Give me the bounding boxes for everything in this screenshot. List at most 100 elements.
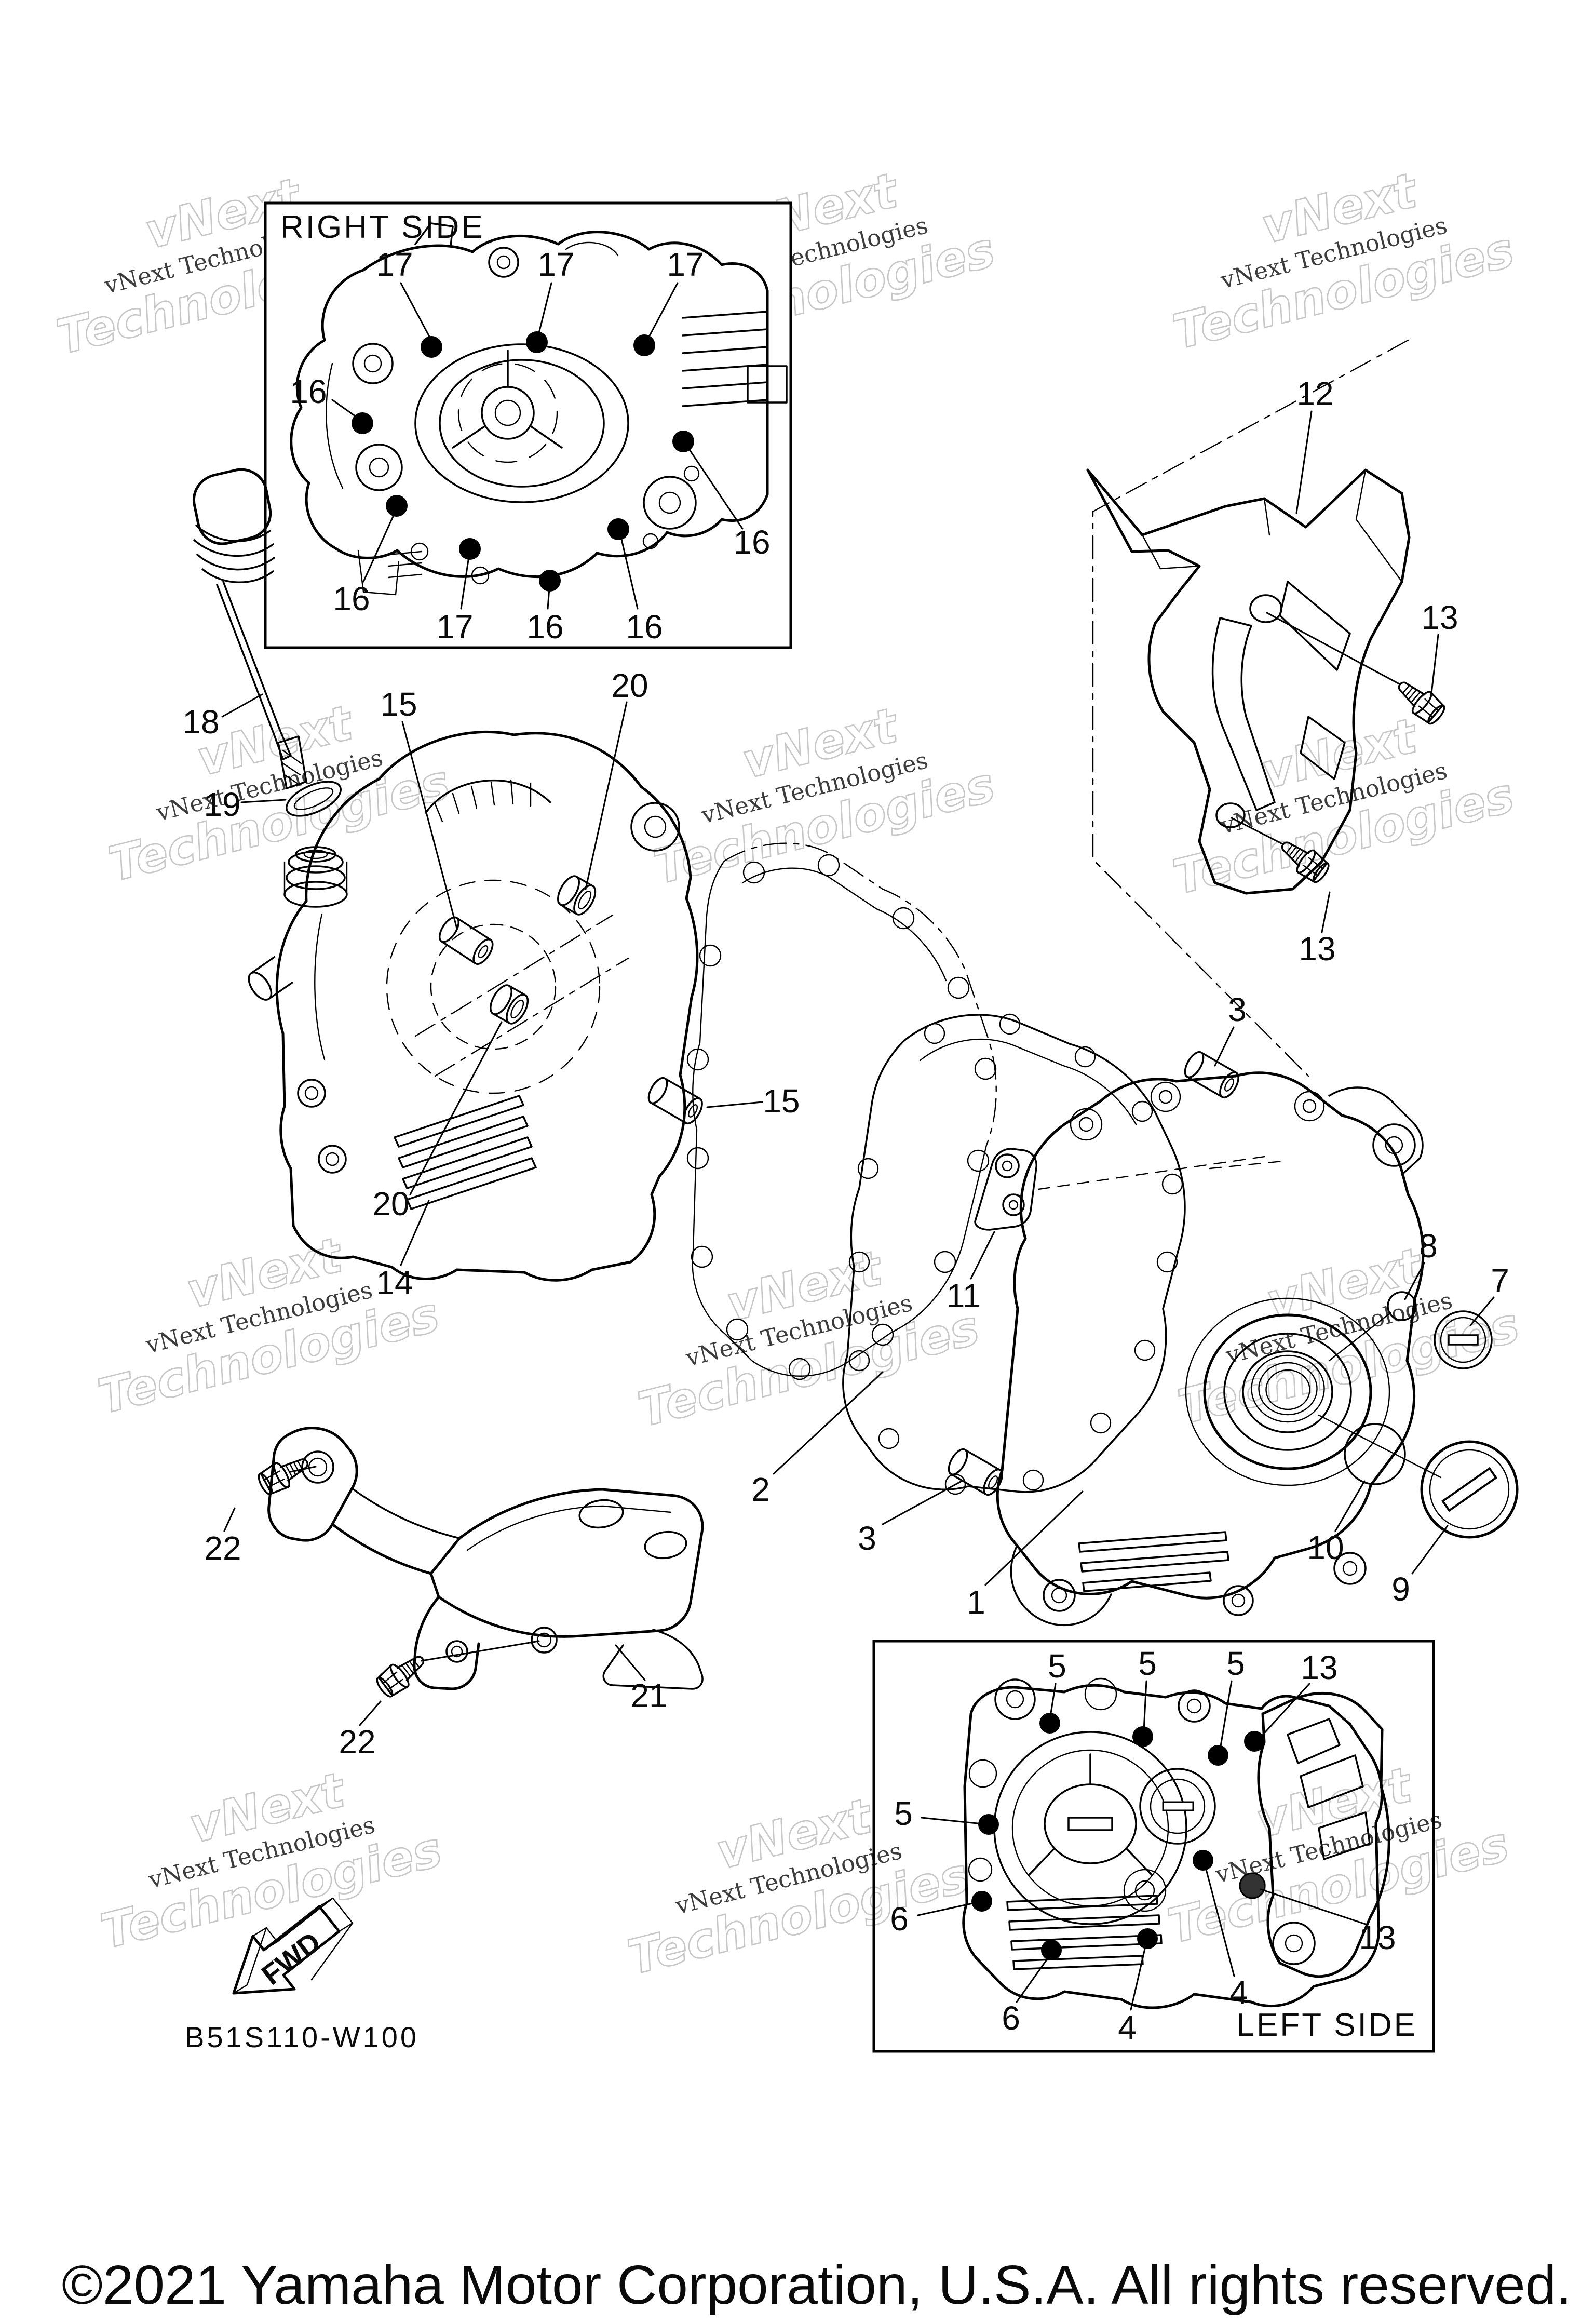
leader-22a	[223, 1507, 236, 1532]
callout-4: 4	[1118, 2009, 1137, 2046]
callout-5: 5	[1226, 1645, 1245, 1682]
right-inset-callouts: 17 17 17 16 16 16 17 16 16	[290, 246, 770, 646]
callout-5: 5	[1048, 1647, 1066, 1685]
dowel-pin-15a	[435, 913, 497, 968]
lead-wire-bracket-art	[974, 1148, 1273, 1231]
callout-20: 20	[611, 667, 648, 704]
callout-16: 16	[626, 608, 663, 646]
callout-17: 17	[667, 246, 704, 283]
fwd-label: FWD	[255, 1926, 327, 1991]
callout-4: 4	[1229, 1974, 1248, 2011]
callout-16: 16	[733, 523, 770, 561]
clutch-cover-assembly: 18 15 20 19 15 20 14	[182, 468, 997, 1380]
leader-bolt-22b	[421, 1640, 540, 1662]
callout-15: 15	[763, 1082, 800, 1120]
leader-13a	[1430, 634, 1439, 694]
oil-plug-7	[1434, 1310, 1493, 1369]
right-inset-dots	[352, 331, 694, 592]
callout-16: 16	[290, 373, 327, 410]
callout-10: 10	[1307, 1529, 1344, 1566]
leader-8	[1404, 1262, 1425, 1300]
callout-17: 17	[376, 246, 413, 283]
left-side-inset: 5 5 5 13 5 6 6 4 4 13 LEFT SIDE	[872, 1640, 1435, 2053]
callout-6: 6	[1002, 1999, 1020, 2037]
callout-13: 13	[1299, 930, 1335, 968]
callout-6: 6	[890, 1900, 909, 1938]
right-inset-leaders	[331, 282, 744, 610]
callout-9: 9	[1391, 1570, 1410, 1608]
oil-plug-9	[1420, 1440, 1519, 1539]
leader-9	[1411, 1525, 1449, 1575]
callout-11: 11	[947, 1277, 981, 1314]
callout-1: 1	[967, 1583, 985, 1621]
callout-14: 14	[376, 1264, 413, 1301]
dowel-pin-3a	[1180, 1048, 1243, 1101]
leader-10	[1334, 1480, 1366, 1532]
callout-8: 8	[1419, 1227, 1438, 1265]
leader-3a	[1214, 1026, 1235, 1067]
leader-bolt-lower	[1231, 817, 1283, 845]
leader-11	[970, 1231, 995, 1280]
left-inset-dots	[971, 1713, 1266, 1960]
leader-20b	[409, 1021, 503, 1195]
leader-7	[1469, 1296, 1495, 1326]
callout-15: 15	[380, 686, 417, 723]
dowel-pin-3b	[944, 1445, 1007, 1499]
callout-7: 7	[1491, 1262, 1509, 1299]
sprocket-cover-art	[1086, 468, 1411, 895]
left-inset-leaders	[917, 1680, 1367, 2011]
panel-dashdot-border	[1092, 339, 1409, 1077]
leader-15a	[401, 721, 458, 930]
callout-16: 16	[526, 608, 563, 646]
o-ring-8	[1387, 1291, 1417, 1321]
callout-13: 13	[1301, 1649, 1337, 1686]
drawing-code: B51S110-W100	[185, 2021, 417, 2053]
leader-20a	[585, 701, 628, 890]
callout-3: 3	[858, 1520, 876, 1557]
collar-20a	[552, 871, 601, 919]
dowel-pin-15b	[644, 1074, 707, 1127]
callout-3: 3	[1228, 991, 1247, 1028]
bracket-art	[267, 1427, 704, 1690]
left-inset-title: LEFT SIDE	[1237, 2007, 1417, 2043]
callout-22: 22	[339, 1723, 375, 1761]
sprocket-cover-assembly: 12 13 13	[1086, 339, 1458, 1077]
dipstick-art	[193, 468, 307, 789]
callout-13: 13	[1359, 1919, 1396, 1956]
leader-19	[240, 799, 287, 803]
leader-14	[400, 1200, 430, 1266]
o-ring-10	[1344, 1423, 1406, 1485]
callout-21: 21	[630, 1677, 667, 1714]
leader-21	[615, 1644, 646, 1681]
right-inset-title: RIGHT SIDE	[280, 209, 485, 245]
stator-gasket-art	[842, 1013, 1186, 1495]
callout-5: 5	[894, 1795, 913, 1832]
engine-bracket-assembly: 22 22 21	[204, 1427, 704, 1761]
leader-3b	[882, 1480, 963, 1525]
leader-15b	[706, 1101, 763, 1108]
flange-bolt-22b	[372, 1647, 431, 1701]
leader-22b	[359, 1700, 382, 1726]
callout-17: 17	[537, 246, 574, 283]
callout-19: 19	[204, 786, 240, 823]
leader-18	[221, 693, 263, 718]
callout-2: 2	[751, 1471, 770, 1508]
callout-16: 16	[333, 580, 370, 617]
callout-18: 18	[182, 703, 219, 741]
callout-20: 20	[372, 1185, 409, 1223]
callout-22: 22	[204, 1529, 241, 1567]
stator-cover-art	[996, 1071, 1442, 1626]
clutch-gasket-art	[686, 842, 997, 1380]
callout-13: 13	[1421, 599, 1458, 636]
stator-cover-assembly: 3 11 8 7 2 3 1 10 9	[751, 991, 1519, 1626]
bolt-13-dot	[1239, 1872, 1266, 1899]
o-ring-19	[286, 781, 342, 817]
copyright-line: ©2021 Yamaha Motor Corporation, U.S.A. A…	[62, 2254, 1572, 2316]
callout-12: 12	[1296, 375, 1333, 412]
right-crankcase-art	[290, 222, 788, 596]
clutch-cover-art	[248, 730, 699, 1282]
leader-1	[984, 1490, 1084, 1586]
callout-17: 17	[436, 608, 473, 646]
